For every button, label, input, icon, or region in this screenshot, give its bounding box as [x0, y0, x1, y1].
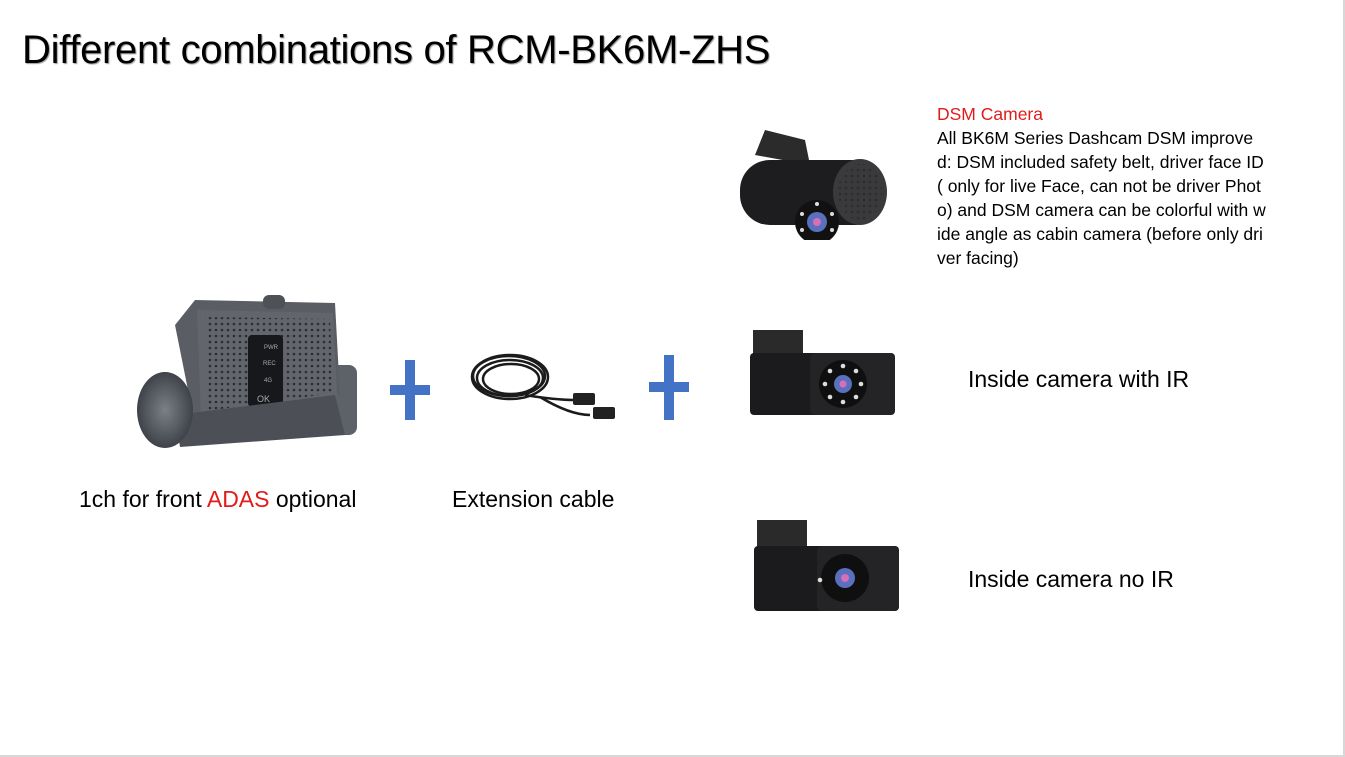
inside-camera-ir-image — [750, 330, 895, 415]
inside-camera-no-ir-caption: Inside camera no IR — [968, 566, 1174, 592]
pwr-label: PWR — [264, 345, 279, 351]
ok-label: OK — [257, 394, 270, 404]
dashcam-main-unit-image: PWR REC 4G OK — [137, 295, 357, 448]
rec-label: REC — [263, 361, 276, 367]
slide-title: Different combinations of RCM-BK6M-ZHS — [22, 28, 771, 72]
inside-camera-no-ir-image — [754, 520, 899, 611]
dsm-camera-heading: DSM Camera — [937, 104, 1043, 124]
dsm-camera-description: All BK6M Series Dashcam DSM improve d: D… — [937, 128, 1266, 268]
4g-label: 4G — [264, 378, 272, 384]
adas-highlight: ADAS — [206, 486, 270, 512]
dsm-camera-description-block: DSM Camera All BK6M Series Dashcam DSM i… — [937, 102, 1317, 270]
inside-camera-ir-caption: Inside camera with IR — [968, 366, 1190, 392]
main-unit-caption: 1ch for front ADAS optional — [79, 486, 356, 513]
plus-icon — [390, 360, 430, 420]
main-unit-caption-suffix: optional — [269, 486, 357, 512]
main-unit-caption-prefix: 1ch for front — [79, 486, 207, 512]
extension-cable-image — [470, 353, 615, 419]
plus-icon — [649, 355, 689, 420]
dsm-camera-image — [740, 130, 887, 240]
extension-cable-caption: Extension cable — [452, 486, 615, 512]
